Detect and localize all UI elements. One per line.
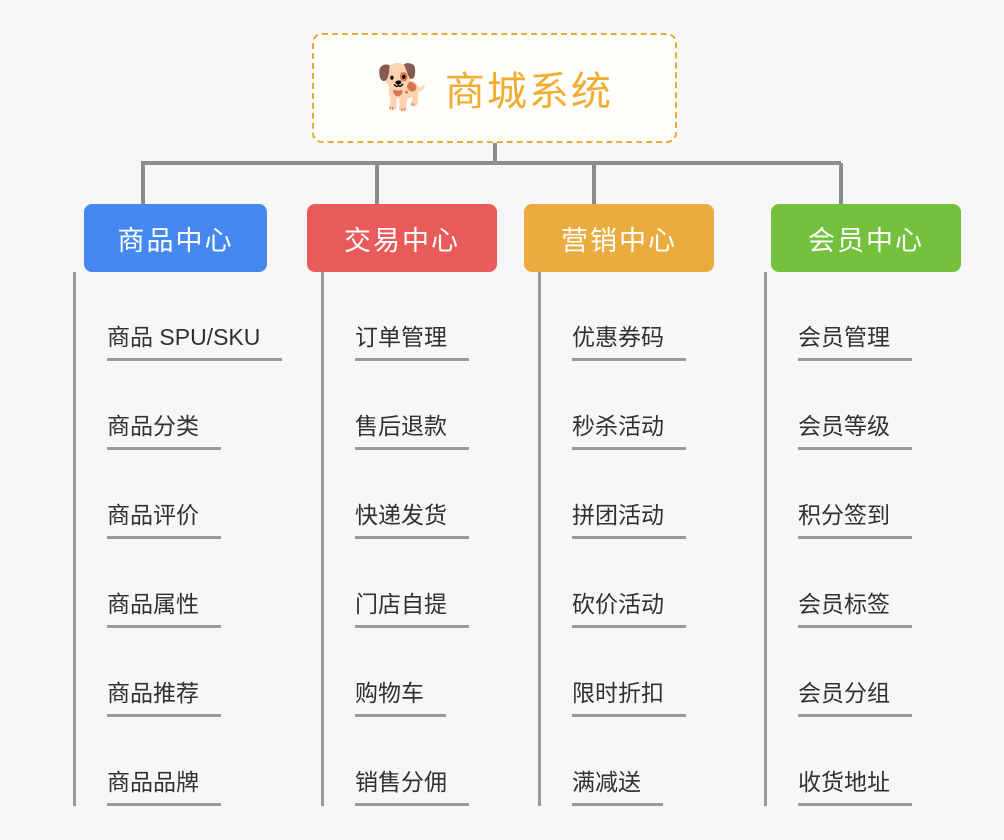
leaf-item[interactable]: 订单管理 xyxy=(321,272,469,361)
leaf-label: 秒杀活动 xyxy=(572,407,686,450)
branch-header-3[interactable]: 会员中心 xyxy=(771,204,961,272)
leaf-item[interactable]: 商品属性 xyxy=(73,539,282,628)
branch-trunk-line xyxy=(73,272,76,806)
leaf-label: 商品 SPU/SKU xyxy=(107,318,283,361)
leaf-list-2: 优惠券码 秒杀活动 拼团活动 砍价活动 限时折扣 满减送 xyxy=(538,272,686,806)
leaf-label: 商品分类 xyxy=(107,407,221,450)
leaf-label: 会员管理 xyxy=(798,318,912,361)
leaf-item[interactable]: 会员管理 xyxy=(764,272,912,361)
leaf-list-0: 商品 SPU/SKU 商品分类 商品评价 商品属性 商品推荐 商品品牌 xyxy=(73,272,283,806)
leaf-item[interactable]: 快递发货 xyxy=(321,450,469,539)
leaf-label: 门店自提 xyxy=(355,585,469,628)
leaf-label: 会员等级 xyxy=(798,407,912,450)
root-stem-line xyxy=(493,143,497,163)
leaf-item[interactable]: 积分签到 xyxy=(764,450,912,539)
branch-header-2[interactable]: 营销中心 xyxy=(524,204,714,272)
root-node[interactable]: 🐕 商城系统 xyxy=(312,33,677,143)
branch-header-0[interactable]: 商品中心 xyxy=(84,204,267,272)
leaf-label: 快递发货 xyxy=(355,496,469,539)
leaf-label: 会员分组 xyxy=(798,674,912,717)
branch-drop-line xyxy=(141,163,145,204)
leaf-item[interactable]: 收货地址 xyxy=(764,717,912,806)
leaf-label: 商品推荐 xyxy=(107,674,221,717)
leaf-item[interactable]: 优惠券码 xyxy=(538,272,686,361)
leaf-item[interactable]: 商品评价 xyxy=(73,450,282,539)
leaf-label: 购物车 xyxy=(355,674,446,717)
leaf-label: 满减送 xyxy=(572,763,663,806)
branch-trunk-line xyxy=(321,272,324,806)
leaf-item[interactable]: 商品 SPU/SKU xyxy=(73,272,283,361)
leaf-item[interactable]: 商品推荐 xyxy=(73,628,282,717)
branch-drop-line xyxy=(839,163,843,204)
leaf-item[interactable]: 拼团活动 xyxy=(538,450,686,539)
branch-drop-line xyxy=(375,163,379,204)
leaf-label: 积分签到 xyxy=(798,496,912,539)
leaf-label: 商品评价 xyxy=(107,496,221,539)
leaf-item[interactable]: 会员等级 xyxy=(764,361,912,450)
leaf-item[interactable]: 购物车 xyxy=(321,628,469,717)
leaf-label: 收货地址 xyxy=(798,763,912,806)
branch-trunk-line xyxy=(538,272,541,806)
leaf-label: 售后退款 xyxy=(355,407,469,450)
leaf-list-3: 会员管理 会员等级 积分签到 会员标签 会员分组 收货地址 xyxy=(764,272,912,806)
leaf-label: 限时折扣 xyxy=(572,674,686,717)
branch-trunk-line xyxy=(764,272,767,806)
leaf-item[interactable]: 限时折扣 xyxy=(538,628,686,717)
leaf-label: 商品属性 xyxy=(107,585,221,628)
leaf-label: 商品品牌 xyxy=(107,763,221,806)
branch-bus-line xyxy=(141,161,841,165)
leaf-item[interactable]: 售后退款 xyxy=(321,361,469,450)
leaf-item[interactable]: 满减送 xyxy=(538,717,686,806)
leaf-label: 拼团活动 xyxy=(572,496,686,539)
root-title: 商城系统 xyxy=(444,70,613,114)
leaf-item[interactable]: 砍价活动 xyxy=(538,539,686,628)
leaf-item[interactable]: 商品分类 xyxy=(73,361,282,450)
leaf-item[interactable]: 门店自提 xyxy=(321,539,469,628)
leaf-item[interactable]: 销售分佣 xyxy=(321,717,469,806)
leaf-list-1: 订单管理 售后退款 快递发货 门店自提 购物车 销售分佣 xyxy=(321,272,469,806)
shiba-dog-face-icon: 🐕 xyxy=(376,63,431,112)
leaf-label: 订单管理 xyxy=(355,318,469,361)
leaf-item[interactable]: 会员分组 xyxy=(764,628,912,717)
leaf-item[interactable]: 商品品牌 xyxy=(73,717,282,806)
leaf-item[interactable]: 秒杀活动 xyxy=(538,361,686,450)
leaf-label: 砍价活动 xyxy=(572,585,686,628)
branch-header-1[interactable]: 交易中心 xyxy=(307,204,497,272)
leaf-label: 优惠券码 xyxy=(572,318,686,361)
leaf-label: 会员标签 xyxy=(798,585,912,628)
leaf-item[interactable]: 会员标签 xyxy=(764,539,912,628)
branch-drop-line xyxy=(592,163,596,204)
leaf-label: 销售分佣 xyxy=(355,763,469,806)
